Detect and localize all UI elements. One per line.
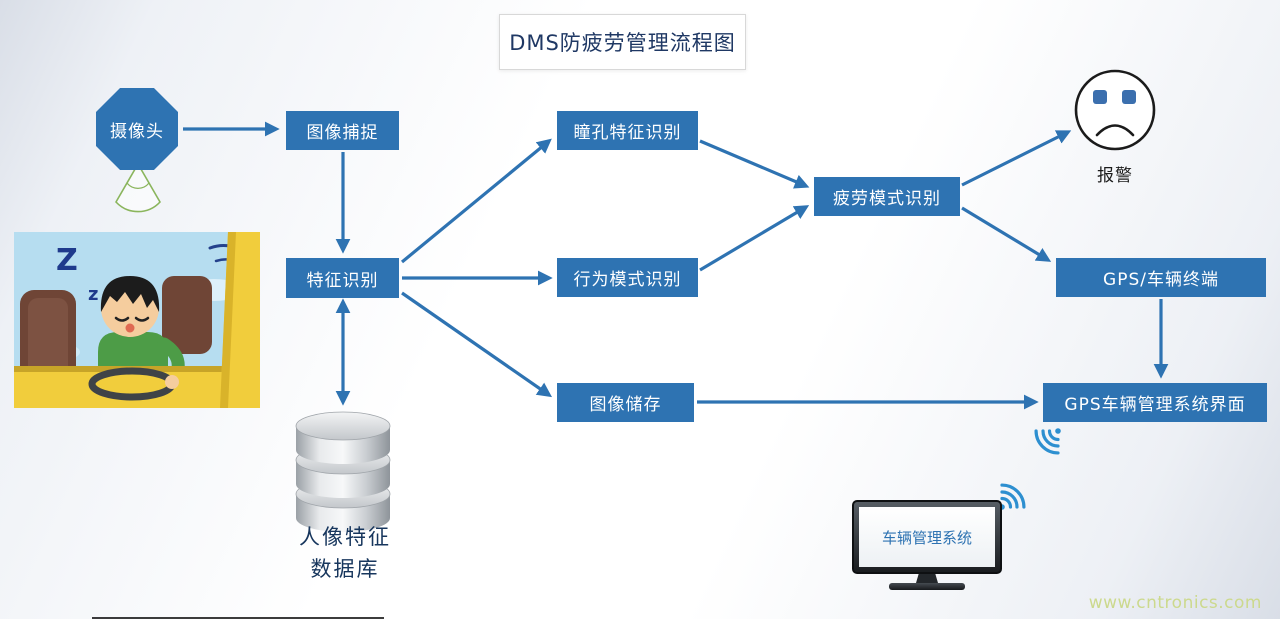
cartoon-z-letter: z [88,284,98,305]
flow-node-image-storage: 图像储存 [557,383,694,422]
camera-cone-icon [115,162,161,213]
arrow-pupil-to-fatigue [699,139,810,189]
flow-node-feature-recognition: 特征识别 [286,258,399,298]
flow-node-label: 瞳孔特征识别 [573,123,682,143]
flow-node-gps-interface: GPS车辆管理系统界面 [1043,383,1267,422]
vehicle-monitor: 车辆管理系统 [852,500,1002,590]
alarm-face-icon [1074,69,1156,151]
database-disk [295,411,391,464]
monitor-screen-label: 车辆管理系统 [881,528,972,547]
cartoon-z-letter: Z [56,243,78,278]
database-label-line2: 数据库 [310,556,380,581]
database-label-line1: 人像特征 [299,525,391,549]
cartoon-driver-hair [100,276,160,312]
flow-node-label: GPS车辆管理系统界面 [1064,395,1246,415]
flow-node-camera: 摄像头 [96,88,178,170]
alarm-label: 报警 [1097,166,1133,186]
flow-node-label: 图像储存 [589,395,662,415]
monitor-frame: 车辆管理系统 [852,500,1002,574]
flow-node-label: 行为模式识别 [573,270,682,290]
cartoon-dashboard [14,372,260,408]
cartoon-car-pillar-shade [220,232,236,408]
arrow-feature-to-pupil [400,138,552,264]
database-label: 人像特征 数据库 [278,522,412,585]
monitor-base [889,583,965,590]
diagram-title-text: DMS防疲劳管理流程图 [509,31,736,55]
arrow-fatigue-to-terminal [961,206,1052,262]
sleeping-driver-illustration: Z z z [14,232,260,408]
flow-node-fatigue-recognition: 疲劳模式识别 [814,177,960,216]
flow-node-label: 图像捕捉 [306,123,379,143]
flow-node-label: 疲劳模式识别 [833,189,941,209]
diagram-title: DMS防疲劳管理流程图 [499,14,746,70]
cartoon-driver-hand [165,375,179,389]
wifi-icon-interface [1034,428,1061,455]
flow-node-label: 特征识别 [306,270,379,291]
database-icon [295,411,391,532]
monitor-screen: 车辆管理系统 [859,507,995,567]
cartoon-closed-eye [114,316,130,322]
arrow-behavior-to-fatigue [699,205,810,272]
flow-node-pupil-recognition: 瞳孔特征识别 [557,111,698,150]
wifi-icon-monitor [999,483,1026,510]
cartoon-nose [125,323,135,333]
cartoon-headrest [162,276,212,354]
arrow-fatigue-to-alarm [961,130,1072,187]
flow-node-behavior-recognition: 行为模式识别 [557,258,698,297]
cartoon-closed-eye [134,316,150,322]
flow-node-label: 摄像头 [110,121,164,142]
arrow-feature-to-storage [401,291,553,398]
flow-arrows [183,121,1169,410]
flow-node-label: GPS/车辆终端 [1103,270,1219,290]
bottom-edge-artifact [92,617,384,619]
watermark: www.cntronics.com [1088,593,1262,613]
flow-node-gps-terminal: GPS/车辆终端 [1056,258,1266,297]
flow-node-image-capture: 图像捕捉 [286,111,399,150]
monitor-stand [916,574,938,583]
